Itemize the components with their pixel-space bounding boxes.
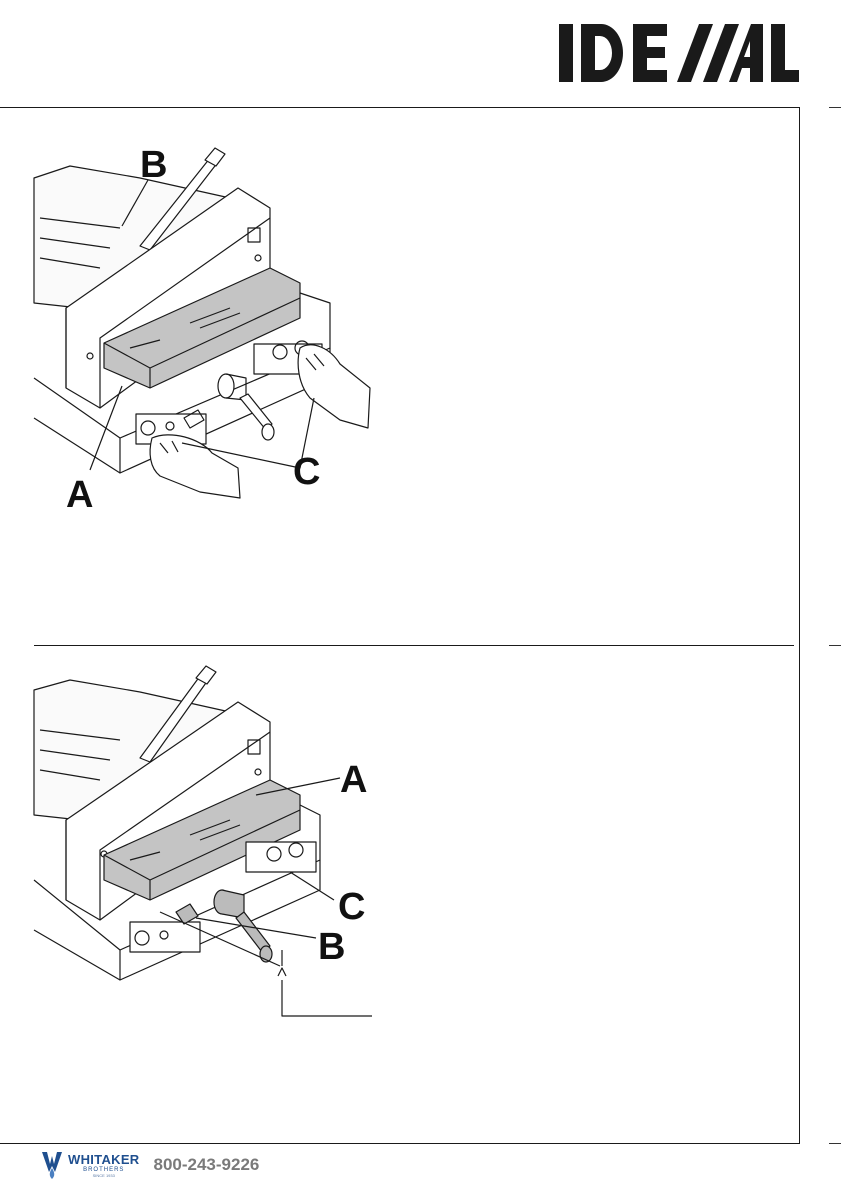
brand-sub: BROTHERS <box>68 1167 139 1173</box>
margin-tick <box>829 107 841 108</box>
margin-tick <box>829 1143 841 1144</box>
cutter-illustration-two-hand-operation <box>0 108 380 508</box>
callout-label-b: B <box>140 146 167 184</box>
footer: WHITAKER BROTHERS SINCE 1933 800-243-922… <box>40 1148 259 1182</box>
callout-label-c: C <box>293 453 320 491</box>
cutter-illustration-cover-handwheel <box>0 650 380 1030</box>
margin-tick <box>829 645 841 646</box>
brand-name: WHITAKER <box>68 1153 139 1166</box>
whitaker-logo-icon <box>40 1150 64 1180</box>
ideal-logo <box>557 22 801 84</box>
callout-label-a: A <box>66 476 93 514</box>
callout-label-b: B <box>318 928 345 966</box>
brand-since: SINCE 1933 <box>68 1174 139 1178</box>
callout-label-a: A <box>340 761 367 799</box>
callout-label-c: C <box>338 888 365 926</box>
brand-block: WHITAKER BROTHERS SINCE 1933 <box>68 1153 139 1178</box>
section-divider <box>34 645 794 646</box>
phone-number: 800-243-9226 <box>153 1155 259 1175</box>
